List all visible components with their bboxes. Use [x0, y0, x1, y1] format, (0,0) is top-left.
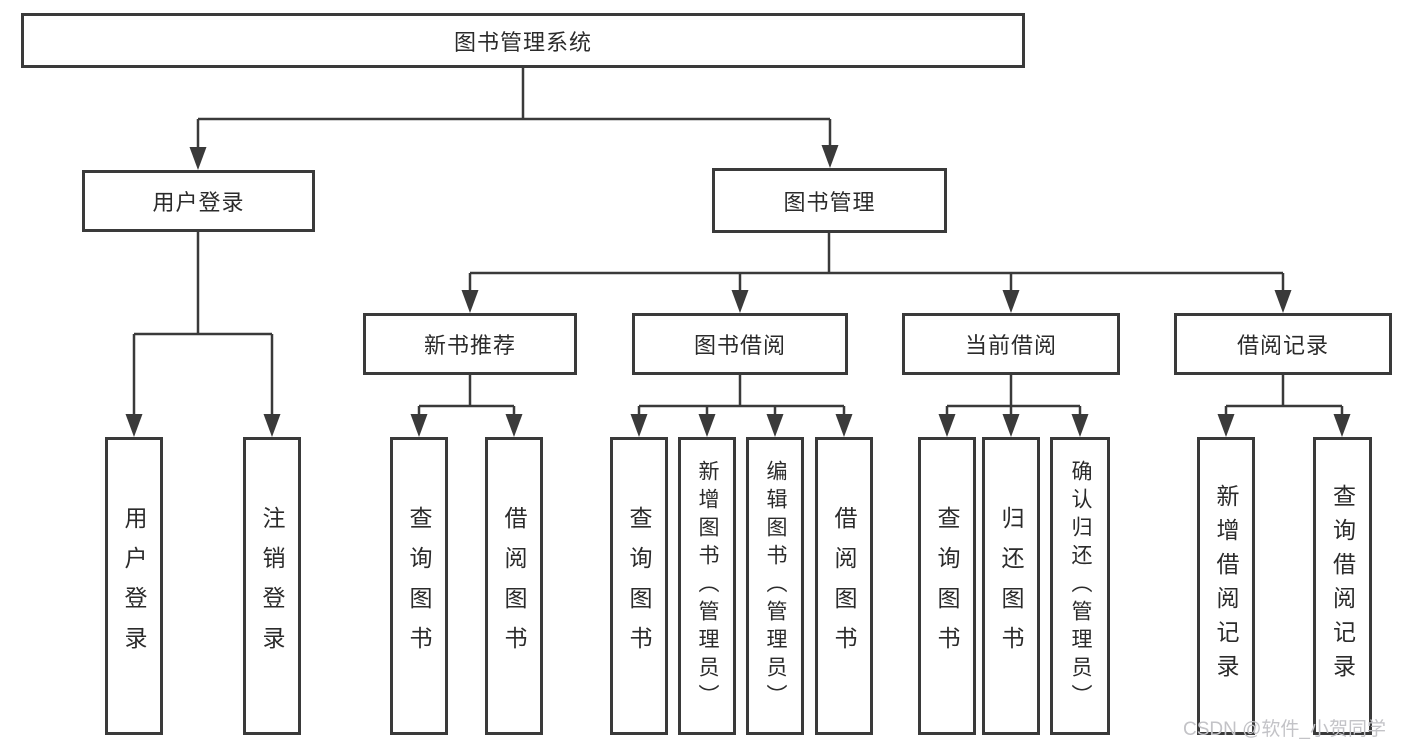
connector-borrow-record-to-leaves — [1217, 375, 1351, 437]
connector-root-to-level2 — [189, 68, 839, 170]
node-new-book-recommend-label: 新书推荐 — [423, 333, 516, 358]
node-book-management-label: 图书管理 — [783, 189, 876, 215]
leaf-confirm-return-admin-label: 确认归还（管理员） — [1069, 460, 1092, 712]
node-user-login-label: 用户登录 — [152, 190, 245, 215]
leaf-confirm-return-admin: 确认归还（管理员） — [1050, 437, 1110, 735]
leaf-query-books-borrow-label: 查询图书 — [626, 506, 652, 666]
node-book-borrow: 图书借阅 — [632, 313, 848, 375]
node-book-borrow-label: 图书借阅 — [693, 333, 786, 358]
leaf-query-books-recommend: 查询图书 — [390, 437, 448, 735]
connector-new-book-recommend-to-leaves — [410, 375, 523, 437]
leaf-borrow-books-borrow: 借阅图书 — [815, 437, 873, 735]
leaf-borrow-books-recommend-label: 借阅图书 — [501, 506, 527, 666]
connector-book-borrow-to-leaves — [630, 375, 853, 437]
leaf-logout: 注销登录 — [243, 437, 301, 735]
leaf-user-login: 用户登录 — [105, 437, 163, 735]
leaf-borrow-books-recommend: 借阅图书 — [485, 437, 543, 735]
leaf-return-books: 归还图书 — [982, 437, 1040, 735]
connector-user-login-to-leaves — [125, 232, 281, 437]
leaf-borrow-books-borrow-label: 借阅图书 — [831, 506, 857, 666]
leaf-user-login-label: 用户登录 — [121, 506, 147, 666]
leaf-logout-label: 注销登录 — [259, 506, 285, 666]
leaf-query-books-recommend-label: 查询图书 — [406, 506, 432, 666]
leaf-query-borrow-record-label: 查询借阅记录 — [1329, 484, 1356, 688]
connector-book-management-to-level3 — [461, 233, 1292, 313]
node-current-borrow: 当前借阅 — [902, 313, 1120, 375]
leaf-edit-books-admin-label: 编辑图书（管理员） — [764, 460, 787, 712]
leaf-return-books-label: 归还图书 — [998, 506, 1024, 666]
watermark: CSDN @软件_小贺同学 — [1183, 719, 1386, 740]
node-current-borrow-label: 当前借阅 — [964, 333, 1057, 358]
node-library-management-system-label: 图书管理系统 — [453, 29, 592, 55]
leaf-query-books-current: 查询图书 — [918, 437, 976, 735]
leaf-add-books-admin-label: 新增图书（管理员） — [696, 460, 719, 712]
leaf-add-borrow-record-label: 新增借阅记录 — [1213, 484, 1239, 688]
leaf-add-books-admin: 新增图书（管理员） — [678, 437, 736, 735]
node-user-login: 用户登录 — [82, 170, 315, 232]
leaf-add-borrow-record: 新增借阅记录 — [1197, 437, 1255, 735]
node-borrow-record: 借阅记录 — [1174, 313, 1392, 375]
leaf-query-books-borrow: 查询图书 — [610, 437, 668, 735]
node-new-book-recommend: 新书推荐 — [363, 313, 577, 375]
leaf-edit-books-admin: 编辑图书（管理员） — [746, 437, 804, 735]
node-book-management: 图书管理 — [712, 168, 947, 233]
leaf-query-books-current-label: 查询图书 — [934, 506, 960, 666]
node-library-management-system: 图书管理系统 — [21, 13, 1025, 68]
node-borrow-record-label: 借阅记录 — [1236, 333, 1329, 358]
connector-current-borrow-to-leaves — [938, 375, 1089, 437]
leaf-query-borrow-record: 查询借阅记录 — [1313, 437, 1372, 735]
